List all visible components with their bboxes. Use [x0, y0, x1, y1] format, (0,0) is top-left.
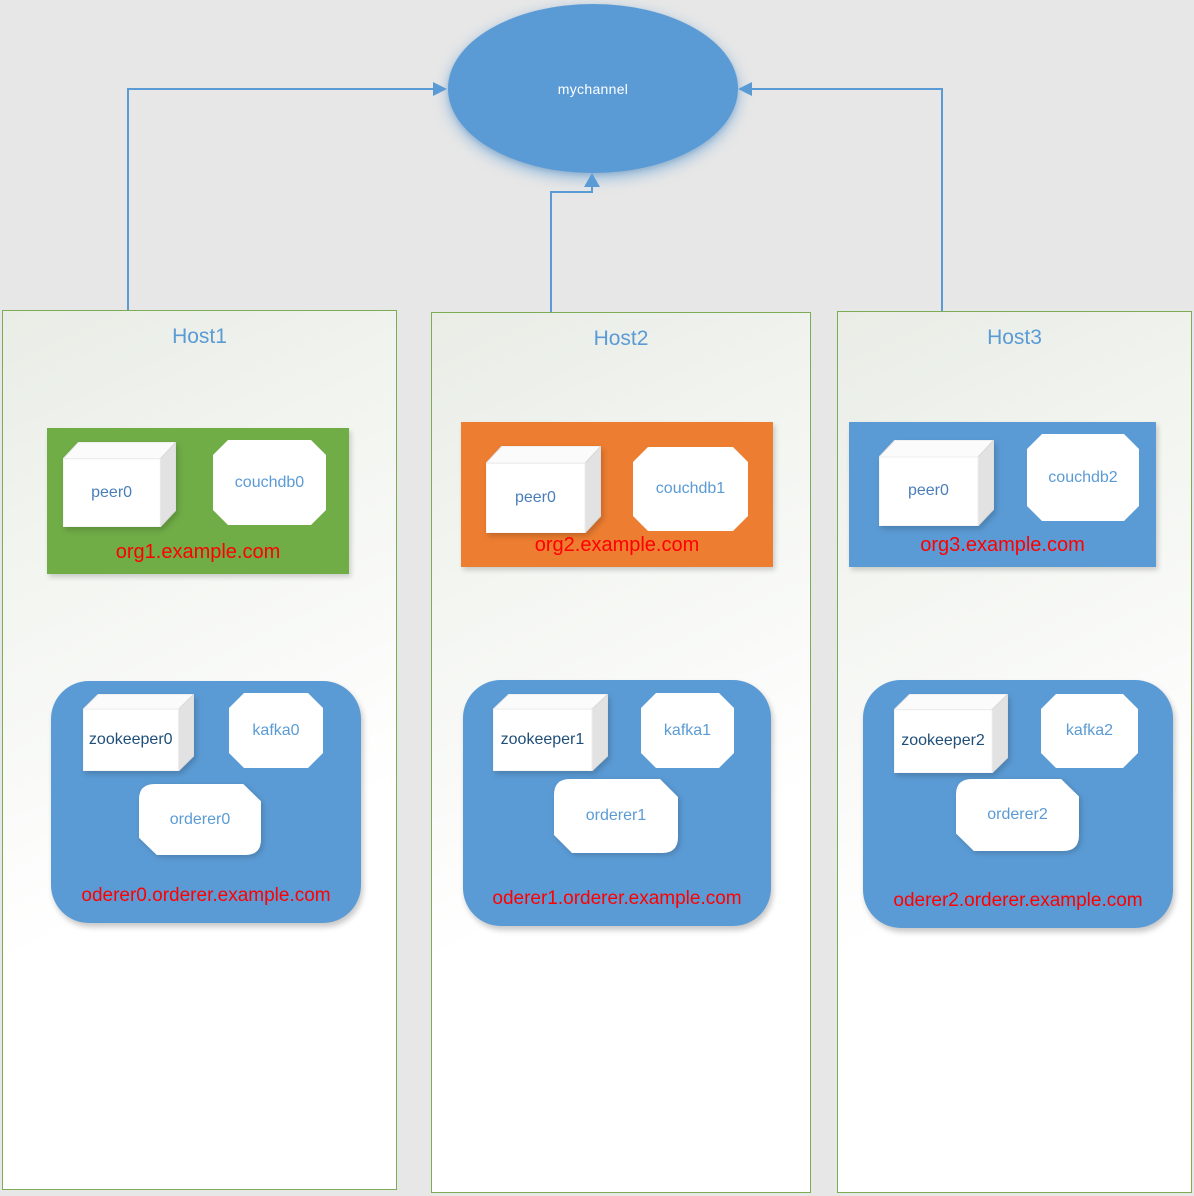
orderer-label: orderer0: [169, 810, 231, 828]
peer-node: peer0: [63, 442, 176, 527]
orderer0-cluster-box: zookeeper0 kafka0 orderer0 oderer0.order…: [51, 681, 361, 923]
zookeeper-label: zookeeper1: [500, 730, 585, 748]
host3-title: Host3: [987, 326, 1042, 349]
orderer1-domain-label: oderer1.orderer.example.com: [492, 888, 742, 909]
cube-shape: [63, 442, 176, 527]
connector-host3-vertical: [941, 89, 943, 438]
kafka-label: kafka2: [1065, 722, 1114, 739]
cube-shape: [493, 694, 608, 771]
org2-box: peer0 couchdb1 org2.example.com: [461, 422, 773, 567]
orderer-label: orderer1: [585, 807, 647, 824]
couchdb-node: couchdb0: [213, 440, 326, 525]
cube-shape: [879, 440, 994, 526]
channel-label: mychannel: [557, 80, 629, 97]
orderer-node: orderer1: [554, 779, 678, 853]
couchdb-label: couchdb2: [1048, 468, 1118, 486]
zookeeper-node: zookeeper1: [493, 694, 608, 771]
peer-label: peer0: [514, 488, 556, 506]
orderer2-domain-label: oderer2.orderer.example.com: [893, 890, 1143, 911]
host1-title: Host1: [172, 325, 227, 348]
kafka-label: kafka0: [252, 721, 300, 739]
peer-label: peer0: [907, 482, 949, 500]
orderer-shape-svg: [139, 784, 261, 855]
cube-shape: [83, 694, 194, 771]
host2-panel: Host2 peer0 couchdb1 org2.example.com: [431, 312, 811, 1193]
cube-shape: [486, 446, 601, 533]
org3-domain-label: org3.example.com: [920, 534, 1085, 556]
cube-shape: [894, 694, 1008, 773]
host2-title: Host2: [593, 327, 649, 350]
kafka-node: kafka2: [1041, 694, 1138, 768]
couchdb-node: couchdb1: [633, 447, 748, 531]
connector-host2-vertical-upper: [591, 186, 593, 193]
arrowhead-host2-up-icon: [584, 173, 600, 187]
arrowhead-host3-left-icon: [738, 82, 752, 96]
kafka-label: kafka1: [663, 721, 712, 739]
orderer2-cluster-box: zookeeper2 kafka2 orderer2 oderer2.order…: [863, 680, 1173, 928]
channel-ellipse: mychannel: [448, 4, 738, 173]
orderer-node: orderer2: [956, 779, 1079, 851]
couchdb-node: couchdb2: [1027, 434, 1139, 521]
peer-node: peer0: [879, 440, 994, 526]
kafka-node: kafka0: [229, 693, 323, 768]
connector-host1-horizontal: [127, 88, 433, 90]
zookeeper-node: zookeeper2: [894, 694, 1008, 773]
kafka-node: kafka1: [641, 693, 734, 768]
host3-panel: Host3 peer0 couchdb2 org3.example.com: [837, 311, 1192, 1193]
couchdb-label: couchdb0: [234, 473, 305, 491]
orderer-node: orderer0: [139, 784, 261, 855]
orderer1-cluster-box: zookeeper1 kafka1 orderer1 oderer1.order…: [463, 680, 771, 926]
arrowhead-host1-right-icon: [433, 82, 447, 96]
connector-host1-vertical: [127, 89, 129, 443]
zookeeper-label: zookeeper0: [88, 730, 173, 748]
org3-box: peer0 couchdb2 org3.example.com: [849, 422, 1156, 567]
orderer-shape-svg: [554, 779, 678, 853]
zookeeper-node: zookeeper0: [83, 694, 194, 771]
host1-panel: Host1 peer0 couchdb0 org1.example.com: [2, 310, 397, 1190]
org1-domain-label: org1.example.com: [115, 541, 281, 563]
org1-box: peer0 couchdb0 org1.example.com: [47, 428, 349, 574]
orderer-label: orderer2: [987, 806, 1048, 823]
peer-node: peer0: [486, 446, 601, 533]
orderer-shape-svg: [956, 779, 1079, 851]
peer-label: peer0: [91, 483, 133, 501]
org2-domain-label: org2.example.com: [534, 534, 700, 556]
orderer0-domain-label: oderer0.orderer.example.com: [81, 885, 331, 906]
connector-host3-horizontal: [751, 88, 943, 90]
connector-host2-horizontal: [550, 191, 593, 193]
couchdb-label: couchdb1: [655, 480, 726, 497]
zookeeper-label: zookeeper2: [901, 732, 985, 749]
